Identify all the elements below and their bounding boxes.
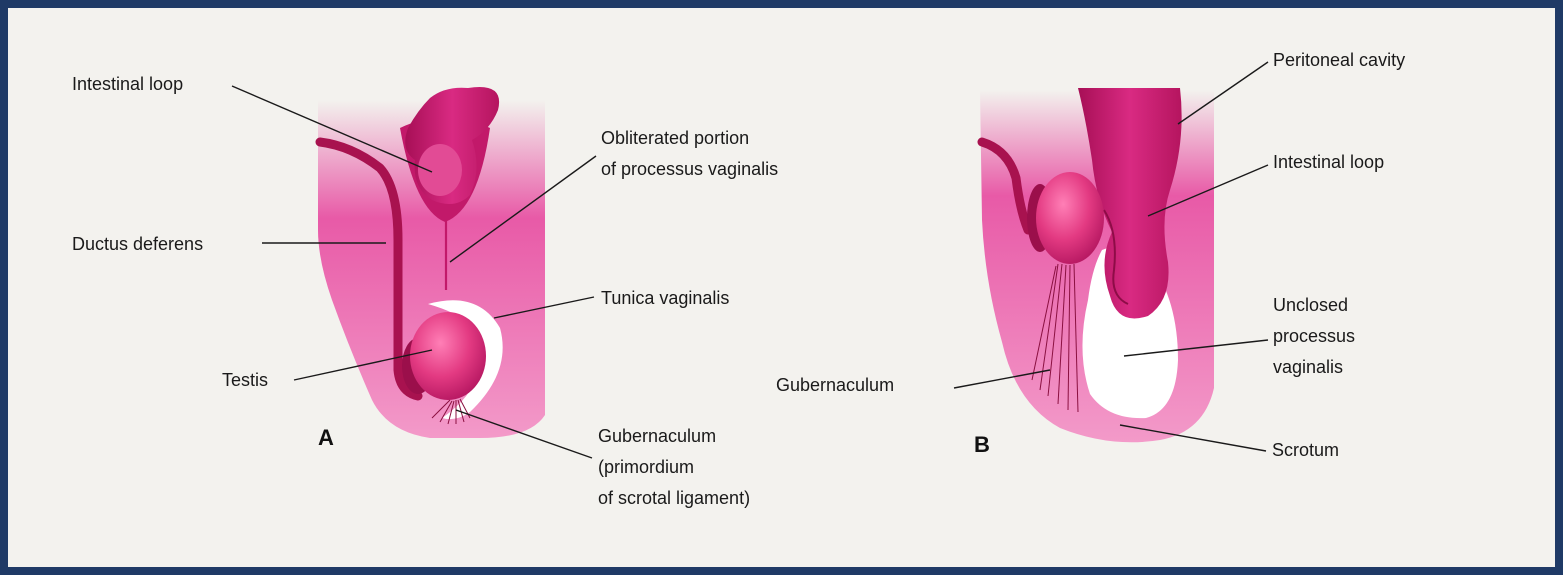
label-b-unclosed-line2: processus	[1273, 326, 1355, 346]
panel-a-loop-highlight	[418, 144, 462, 196]
label-a-testis: Testis	[222, 370, 268, 390]
panel-b-letter: B	[974, 432, 990, 457]
label-b-gubernaculum: Gubernaculum	[776, 375, 894, 395]
label-a-intestinal-loop: Intestinal loop	[72, 74, 183, 94]
label-a-obliterated-line2: of processus vaginalis	[601, 159, 778, 179]
label-a-gubernaculum-line1: Gubernaculum	[598, 426, 716, 446]
panel-a-drawing	[318, 87, 545, 438]
label-a-ductus-deferens: Ductus deferens	[72, 234, 203, 254]
panel-a-letter: A	[318, 425, 334, 450]
label-b-unclosed-line1: Unclosed	[1273, 295, 1348, 315]
panel-b-testis	[1036, 172, 1104, 264]
label-a-obliterated-line1: Obliterated portion	[601, 128, 749, 148]
label-a-gubernaculum-line3: of scrotal ligament)	[598, 488, 750, 508]
label-a-gubernaculum-line2: (primordium	[598, 457, 694, 477]
label-b-intestinal-loop: Intestinal loop	[1273, 152, 1384, 172]
label-a-tunica-vaginalis: Tunica vaginalis	[601, 288, 729, 308]
panel-b-drawing	[980, 88, 1214, 442]
label-b-scrotum: Scrotum	[1272, 440, 1339, 460]
label-b-peritoneal-cavity: Peritoneal cavity	[1273, 50, 1405, 70]
panel-a-testis	[410, 312, 486, 400]
label-b-unclosed-line3: vaginalis	[1273, 357, 1343, 377]
